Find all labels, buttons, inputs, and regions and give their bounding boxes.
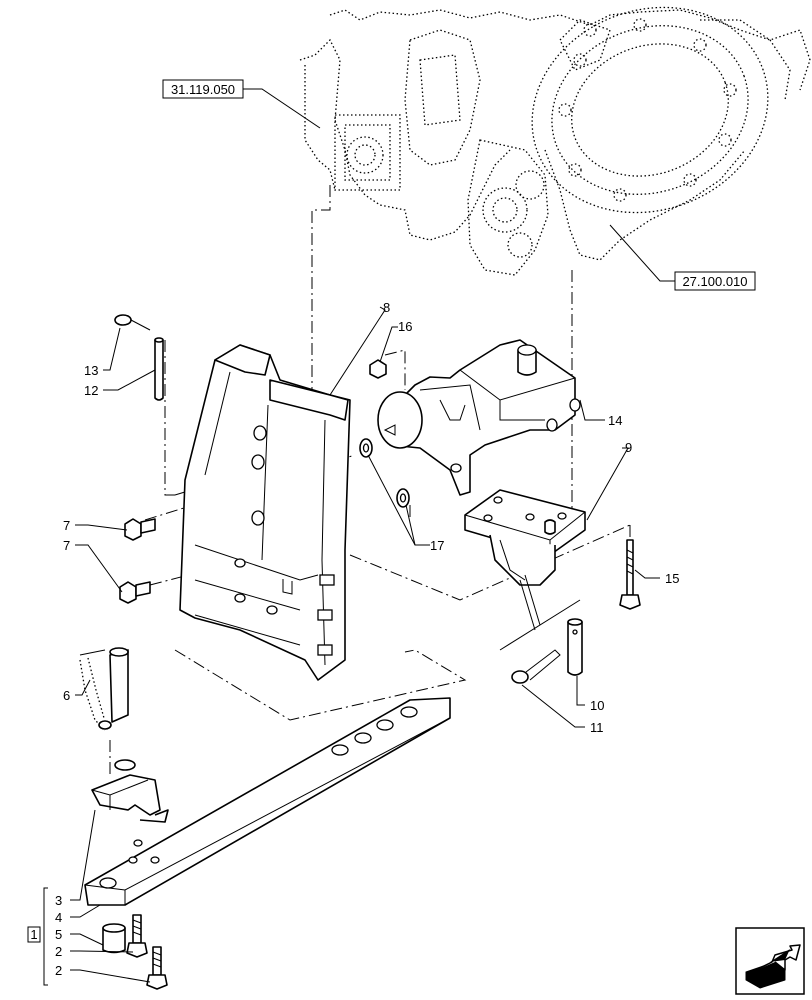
clip-13[interactable] [114,314,151,331]
pin-6[interactable] [79,647,129,731]
transmission-housing-phantom [299,6,811,276]
bolt-7-upper[interactable] [124,518,156,541]
reference-housing-label: 27.100.010 [682,274,747,289]
nut-16[interactable] [369,359,387,379]
drawbar-4[interactable] [84,697,451,906]
guide-3[interactable] [91,759,169,823]
callout-3: 3 [55,893,62,908]
pin-10[interactable] [567,618,583,676]
callout-15: 15 [665,571,679,586]
washers-17[interactable] [359,438,410,508]
drawbar-support[interactable] [377,339,581,496]
callout-leaders [43,306,660,986]
callout-12: 12 [84,383,98,398]
callout-5: 5 [55,927,62,942]
callout-2: 2 [55,963,62,978]
callout-8: 8 [383,300,390,315]
callout-4: 4 [55,910,62,925]
reference-transmission-label: 31.119.050 [171,82,235,97]
callout-17: 17 [430,538,444,553]
arrow-icon[interactable] [735,927,805,995]
callout-11: 11 [590,720,604,735]
callout-14: 14 [608,413,622,428]
callout-13: 13 [84,363,98,378]
callout-10: 10 [590,698,604,713]
mounting-plate[interactable] [464,489,586,631]
callout-16: 16 [398,319,412,334]
clip-11[interactable] [511,649,561,684]
callout-labels: 13 12 7 7 6 8 16 14 9 17 15 10 11 3 4 5 … [55,300,679,978]
pin-12[interactable] [154,337,164,401]
callout-2: 2 [55,944,62,959]
callout-6: 6 [63,688,70,703]
bolt-2-lower[interactable] [146,946,168,990]
bushing-5[interactable] [102,923,126,954]
bolt-7-lower[interactable] [119,581,151,604]
callout-7: 7 [63,518,70,533]
reference-housing[interactable]: 27.100.010 [674,271,756,291]
callout-1: 1 [30,927,37,942]
callout-7: 7 [63,538,70,553]
reference-transmission[interactable]: 31.119.050 [162,79,244,99]
bolt-2-upper[interactable] [126,914,148,958]
bolt-15[interactable] [619,539,641,610]
callout-1-box: 1 [27,926,41,943]
hitch-bracket[interactable] [179,344,351,681]
callout-9: 9 [625,440,632,455]
